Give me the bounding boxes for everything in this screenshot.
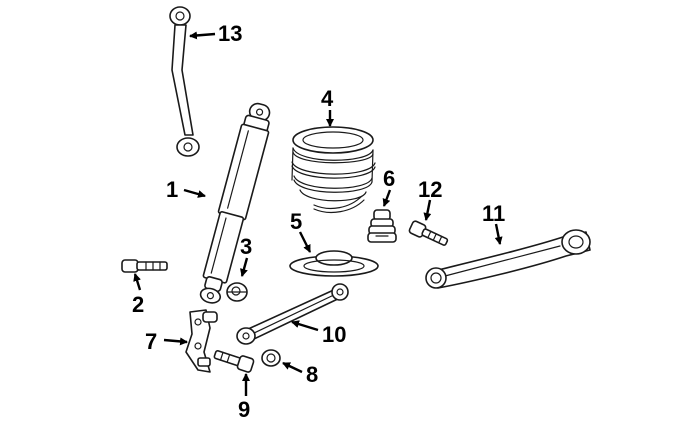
part-9-bolt [213, 350, 255, 373]
leader-6 [382, 189, 392, 207]
leader-1 [183, 188, 206, 198]
leader-12 [423, 199, 432, 221]
part-4-coil-spring [291, 126, 376, 213]
leader-3 [240, 257, 249, 277]
part-2-bolt [121, 259, 168, 273]
leader-8 [282, 361, 303, 374]
callout-8: 8 [306, 362, 318, 387]
callout-11: 11 [482, 201, 505, 226]
callout-9: 9 [238, 397, 250, 422]
callout-labels: 13 1 4 6 12 11 5 3 2 7 10 9 8 [132, 21, 505, 422]
leader-10 [291, 320, 319, 332]
callout-4: 4 [321, 86, 334, 111]
part-5-spring-isolator [289, 250, 379, 277]
part-7-bracket [185, 309, 218, 373]
leader-2 [133, 273, 142, 291]
callout-5: 5 [290, 209, 302, 234]
leader-13 [189, 31, 216, 40]
part-11-lower-control-arm [425, 229, 591, 289]
part-13-track-bar [169, 6, 200, 157]
leader-11 [494, 223, 503, 245]
callout-7: 7 [145, 329, 157, 354]
leader-arrows [133, 31, 503, 396]
part-6-jounce-bumper [367, 209, 397, 243]
leader-5 [298, 231, 312, 253]
part-1-shock-absorber [199, 102, 271, 304]
callout-12: 12 [418, 177, 442, 202]
callout-13: 13 [218, 21, 242, 46]
callout-2: 2 [132, 292, 144, 317]
part-3-bushing [226, 282, 248, 302]
callout-3: 3 [240, 234, 252, 259]
part-8-nut [261, 349, 281, 367]
callout-1: 1 [166, 177, 178, 202]
part-10-upper-control-arm [236, 283, 349, 345]
callout-10: 10 [322, 322, 346, 347]
leader-7 [163, 337, 188, 346]
part-12-bolt [408, 220, 449, 246]
callout-6: 6 [383, 166, 395, 191]
